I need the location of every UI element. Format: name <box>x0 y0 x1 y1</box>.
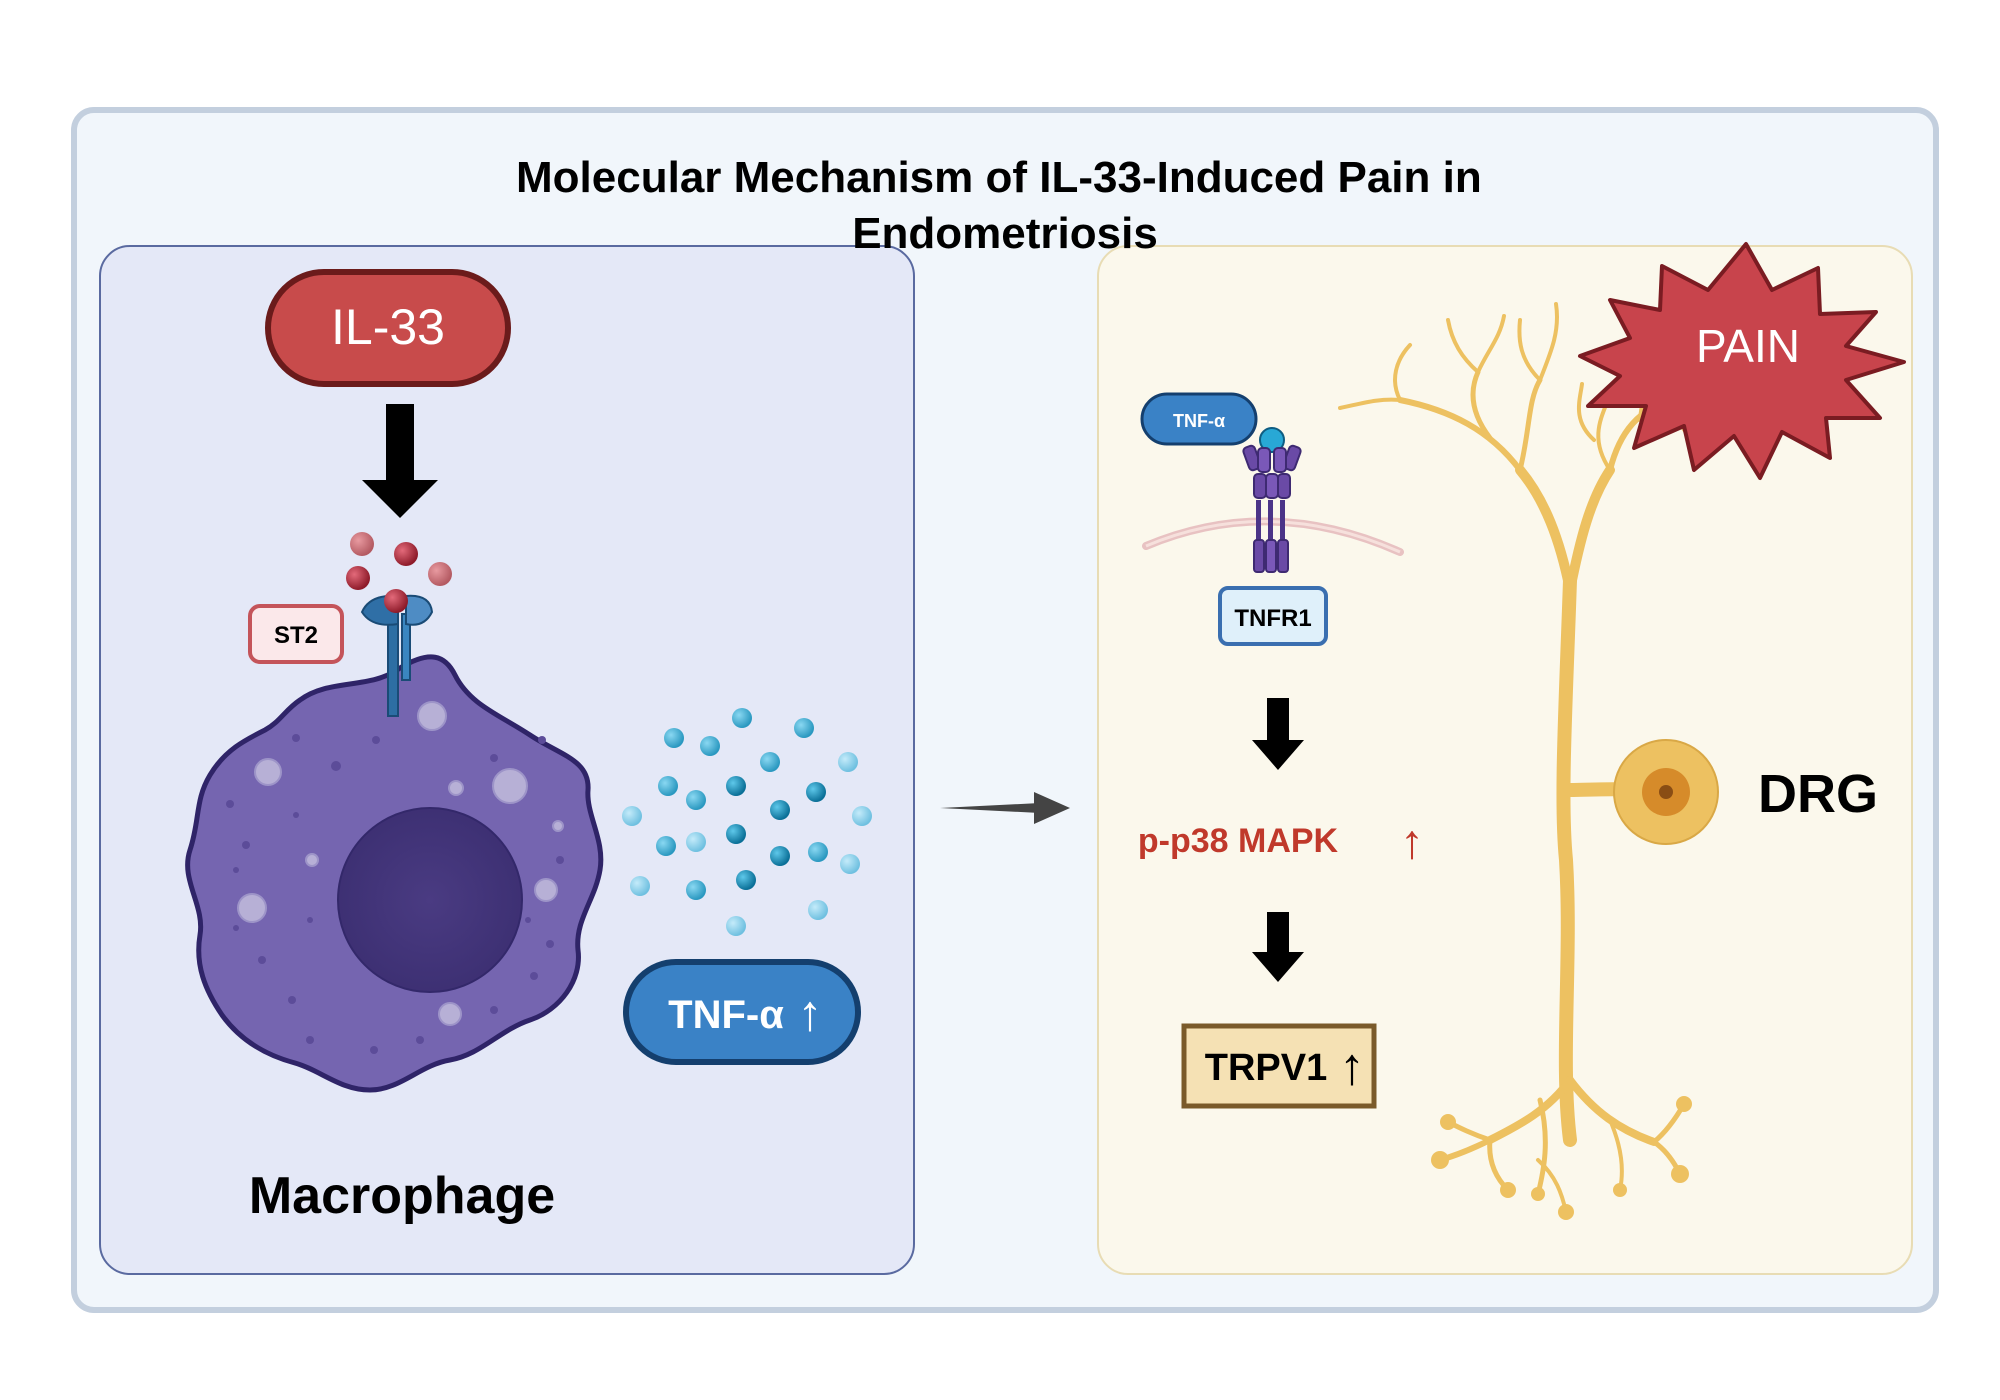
trpv1-label: TRPV1 <box>1205 1047 1327 1089</box>
diagram-title: Molecular Mechanism of IL-33-Induced Pai… <box>516 153 1494 258</box>
tnf-alpha-pill: TNF-α ↑ <box>623 959 861 1065</box>
st2-label-box: ST2 <box>248 604 344 664</box>
right-panel <box>1097 245 1913 1275</box>
panel-connector-arrow <box>940 792 1070 824</box>
title-line-2: Endometriosis <box>852 209 1158 258</box>
tnfr1-receptor <box>1242 427 1302 573</box>
mapk-label: p-p38 MAPK <box>1138 822 1339 860</box>
drg-soma <box>1613 739 1719 845</box>
tnf-up-arrow: ↑ <box>798 985 823 1041</box>
macrophage-label: Macrophage <box>249 1167 555 1225</box>
title-line-1: Molecular Mechanism of IL-33-Induced Pai… <box>516 153 1482 202</box>
drg-neuron-terminals <box>1431 1096 1692 1220</box>
pain-label: PAIN <box>1696 320 1800 372</box>
il33-label: IL-33 <box>331 299 445 355</box>
st2-receptor <box>360 589 434 717</box>
tnf-alpha-small-label: TNF-α <box>1173 411 1225 431</box>
drg-label: DRG <box>1758 764 1878 824</box>
arrow-to-trpv1 <box>1252 912 1304 982</box>
trpv1-box: TRPV1 ↑ <box>1181 1023 1377 1109</box>
tnfr1-label-box: TNFR1 <box>1218 586 1328 646</box>
il33-ligand-dots <box>346 532 452 590</box>
tnf-secreted-dots <box>622 708 872 936</box>
tnf-alpha-label: TNF-α <box>668 993 784 1037</box>
tnfr1-label: TNFR1 <box>1234 605 1311 632</box>
il33-pill: IL-33 <box>265 269 511 387</box>
il33-down-arrow <box>362 404 438 518</box>
st2-label: ST2 <box>274 622 318 649</box>
macrophage-vesicles <box>237 701 564 1026</box>
mapk-up-arrow: ↑ <box>1400 816 1424 869</box>
macrophage-nucleus <box>337 807 523 993</box>
macrophage-speckles <box>226 734 564 1054</box>
trpv1-up-arrow: ↑ <box>1339 1038 1365 1096</box>
pain-starburst: PAIN <box>1578 242 1906 480</box>
arrow-to-mapk <box>1252 698 1304 770</box>
tnf-alpha-small-pill: TNF-α <box>1140 392 1258 446</box>
